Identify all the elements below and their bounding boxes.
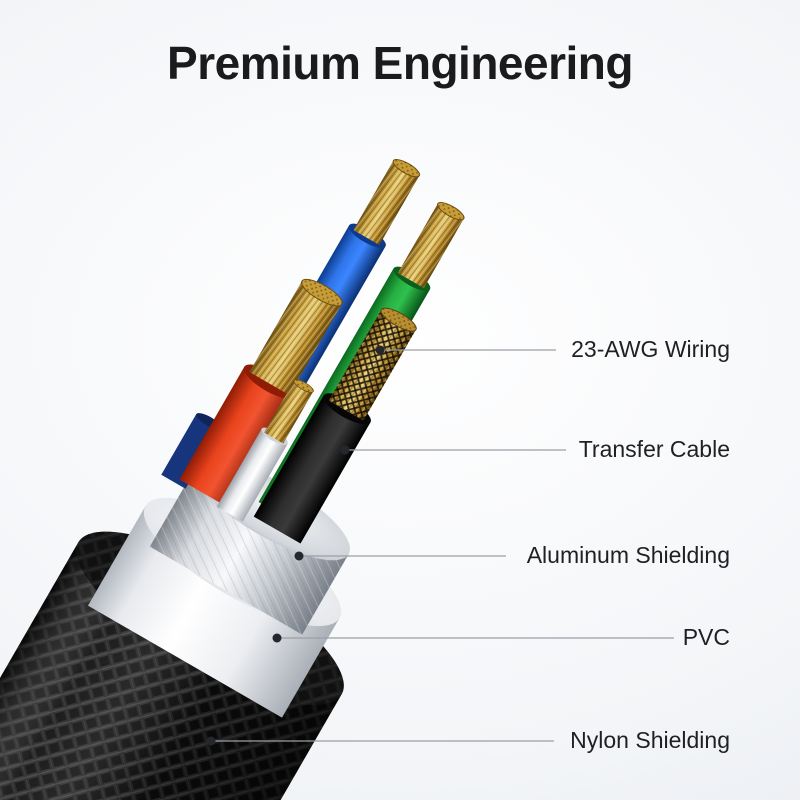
callout-dot bbox=[206, 736, 216, 746]
callout-dot bbox=[272, 633, 282, 643]
callout-label: Aluminum Shielding bbox=[527, 542, 730, 568]
page-title: Premium Engineering bbox=[167, 37, 633, 89]
wire-red-insulation bbox=[179, 366, 297, 510]
wire-black-insulation bbox=[253, 395, 371, 544]
callout-pvc: PVC bbox=[272, 624, 730, 650]
wire-white bbox=[216, 379, 314, 522]
wire-black bbox=[253, 307, 417, 544]
callout-label: PVC bbox=[683, 624, 730, 650]
callout-nylon-shielding: Nylon Shielding bbox=[206, 727, 730, 753]
callout-dot bbox=[340, 445, 350, 455]
callout-label: Nylon Shielding bbox=[570, 727, 730, 753]
callout-transfer-cable: Transfer Cable bbox=[340, 436, 730, 462]
callouts: 23-AWG Wiring Transfer Cable Aluminum Sh… bbox=[206, 336, 730, 753]
wire-white-insulation bbox=[216, 428, 288, 522]
nylon-jacket-sheen bbox=[0, 542, 342, 800]
callout-aluminum-shielding: Aluminum Shielding bbox=[294, 542, 730, 568]
callout-dot bbox=[294, 551, 304, 561]
callout-dot bbox=[375, 345, 385, 355]
callout-label: 23-AWG Wiring bbox=[571, 336, 730, 362]
wire-red bbox=[179, 278, 343, 510]
callout-23-awg-wiring: 23-AWG Wiring bbox=[375, 336, 730, 362]
pvc-body bbox=[88, 506, 340, 718]
cable bbox=[0, 159, 465, 800]
callout-label: Transfer Cable bbox=[579, 436, 730, 462]
